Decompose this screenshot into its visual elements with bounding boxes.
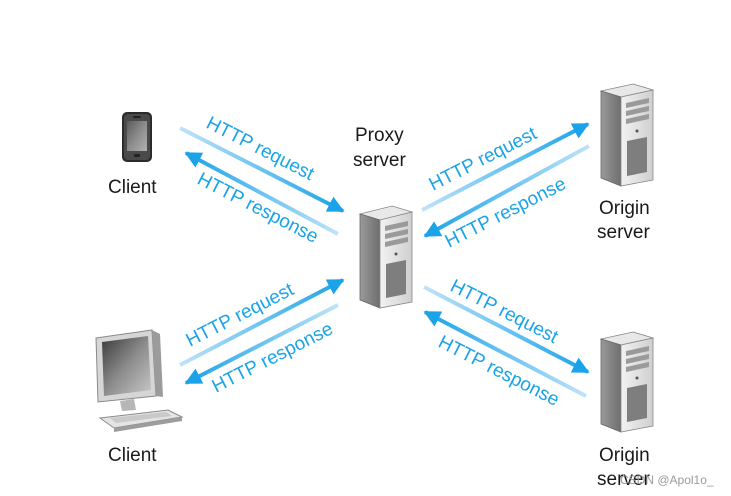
arrows	[179, 122, 590, 398]
origin-bottom-response-arrow	[423, 310, 587, 398]
pc-request-label: HTTP request	[183, 279, 298, 352]
phone-request-arrow	[179, 126, 345, 213]
origin-server-top-icon	[599, 83, 655, 187]
desktop-computer-icon	[95, 329, 184, 432]
origin-top-request-arrow	[421, 122, 590, 212]
phone-response-arrow	[184, 151, 339, 236]
client-pc-label: Client	[108, 445, 157, 466]
origin-bottom-label-line2: server	[597, 469, 650, 490]
origin-bottom-request-label: HTTP request	[447, 276, 562, 349]
pc-response-arrow	[184, 303, 339, 385]
watermark-text: CSDN @Apol1o_	[620, 473, 714, 487]
origin-bottom-request-arrow	[423, 285, 590, 374]
origin-top-response-label: HTTP response	[442, 173, 570, 252]
smartphone-icon	[122, 112, 152, 162]
origin-bottom-label-line1: Origin	[599, 445, 650, 466]
proxy-label-line1: Proxy	[355, 125, 404, 146]
origin-top-response-arrow	[423, 144, 590, 238]
origin-server-bottom-icon	[599, 331, 655, 433]
proxy-label-line2: server	[353, 150, 406, 171]
origin-top-label-line2: server	[597, 222, 650, 243]
origin-top-label-line1: Origin	[599, 198, 650, 219]
pc-request-arrow	[179, 278, 345, 367]
proxy-server-icon	[358, 205, 414, 309]
client-phone-label: Client	[108, 177, 157, 198]
